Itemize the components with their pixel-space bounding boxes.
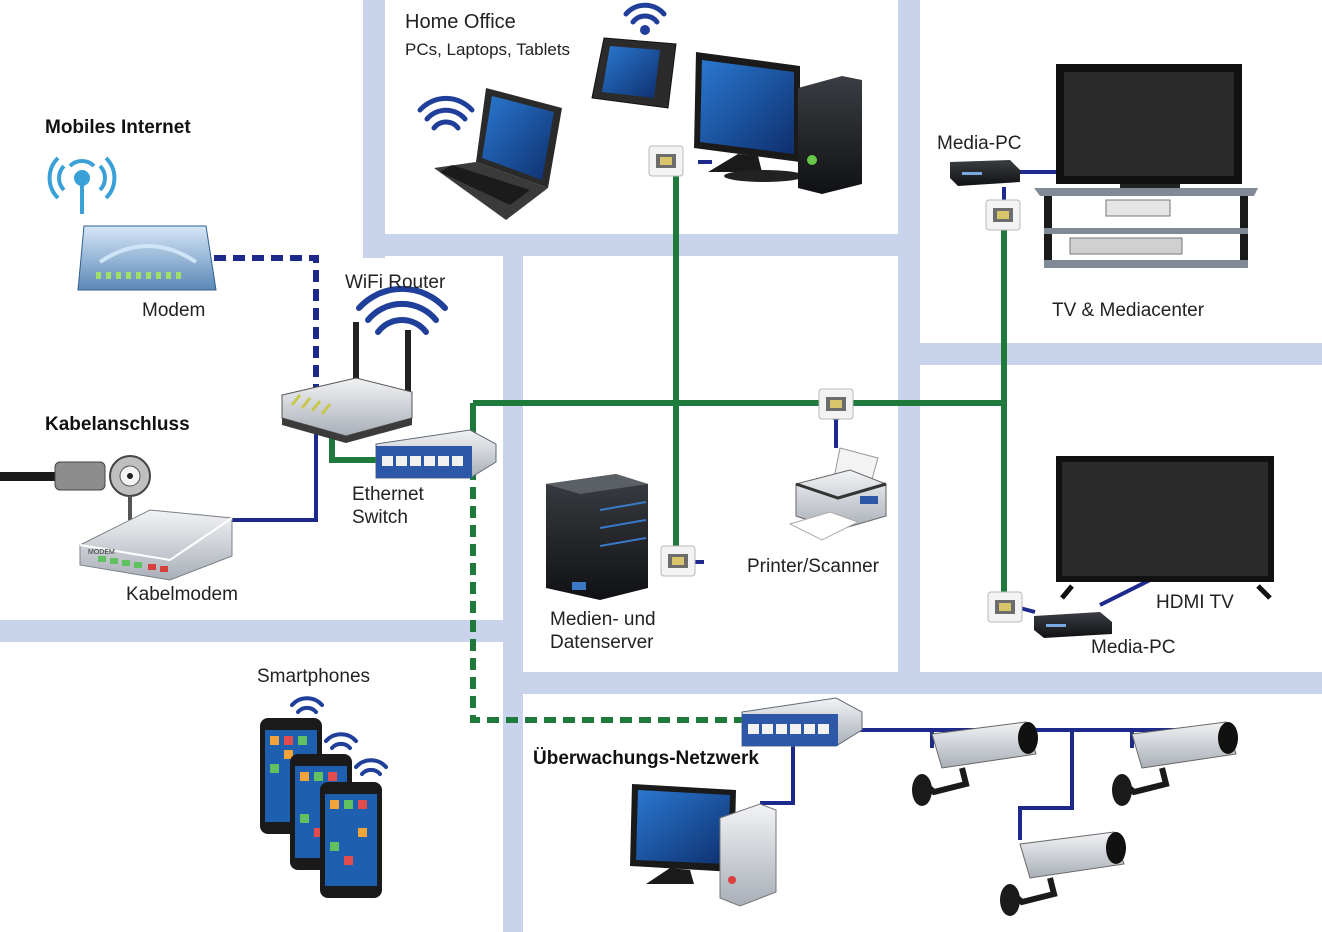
- ethernet-port-icon: [648, 145, 684, 177]
- wifi-router-label: WiFi Router: [345, 272, 446, 293]
- modem-dashed-link: [214, 255, 319, 390]
- wifi-bridge-dashed: [470, 468, 742, 723]
- antenna-icon: [47, 156, 117, 214]
- camera-icon: [1112, 721, 1238, 806]
- modem-icon: [77, 225, 217, 291]
- server-line1: Medien- und: [550, 609, 656, 630]
- monitor-icon: [694, 52, 804, 182]
- server-label: Medien- und Datenserver: [550, 608, 656, 654]
- cable-modem-icon: MODEM: [79, 509, 233, 581]
- laptop-icon: [434, 88, 562, 220]
- coax-connector-icon: [0, 455, 151, 520]
- mobile-internet-label: Mobiles Internet: [45, 117, 191, 138]
- wifi-icon: [417, 95, 475, 131]
- switch-icon: [375, 429, 497, 479]
- media-pc-icon: [1034, 612, 1112, 638]
- ethernet-port-icon: [660, 545, 696, 577]
- tv-icon: [1056, 456, 1274, 600]
- tv-icon: [1056, 64, 1242, 192]
- hdmi-tv-label: HDMI TV: [1156, 592, 1234, 613]
- ethernet-port-icon: [987, 591, 1023, 623]
- smartphone-icon: [320, 782, 382, 898]
- media-pc-top-label: Media-PC: [937, 133, 1022, 154]
- camera-icon: [912, 721, 1038, 806]
- home-office-subtitle: PCs, Laptops, Tablets: [405, 40, 571, 59]
- ethernet-port-icon: [985, 199, 1021, 231]
- cable-connection-label: Kabelanschluss: [45, 414, 190, 435]
- switch-icon: [741, 697, 863, 747]
- printer-icon: [788, 447, 887, 541]
- monitor-icon: [630, 784, 736, 884]
- modem-badge: MODEM: [88, 549, 115, 556]
- wifi-icon: [290, 696, 388, 776]
- pc-tower-icon: [719, 803, 777, 907]
- modem-label: Modem: [142, 300, 206, 321]
- ethernet-switch-line2: Switch: [352, 507, 408, 528]
- surveillance-network-label: Überwachungs-Netzwerk: [533, 748, 759, 769]
- ethernet-switch-line1: Ethernet: [352, 484, 424, 505]
- media-pc-bottom-label: Media-PC: [1091, 637, 1176, 658]
- camera-icon: [1000, 831, 1126, 916]
- media-stand-icon: [1034, 188, 1258, 268]
- smartphones-label: Smartphones: [257, 666, 371, 687]
- printer-scanner-label: Printer/Scanner: [747, 556, 880, 577]
- server-line2: Datenserver: [550, 632, 654, 653]
- ethernet-switch-label: Ethernet Switch: [352, 483, 424, 529]
- pc-tower-icon: [798, 76, 862, 194]
- wifi-icon: [356, 285, 448, 335]
- tv-mediacenter-label: TV & Mediacenter: [1052, 300, 1205, 321]
- home-office-title: Home Office: [405, 11, 516, 33]
- cable-modem-label: Kabelmodem: [126, 584, 238, 605]
- router-icon: [281, 322, 413, 443]
- tablet-icon: [591, 37, 677, 109]
- ethernet-port-icon: [818, 388, 854, 420]
- server-icon: [546, 474, 648, 600]
- media-pc-icon: [950, 160, 1020, 186]
- wifi-icon: [623, 2, 667, 35]
